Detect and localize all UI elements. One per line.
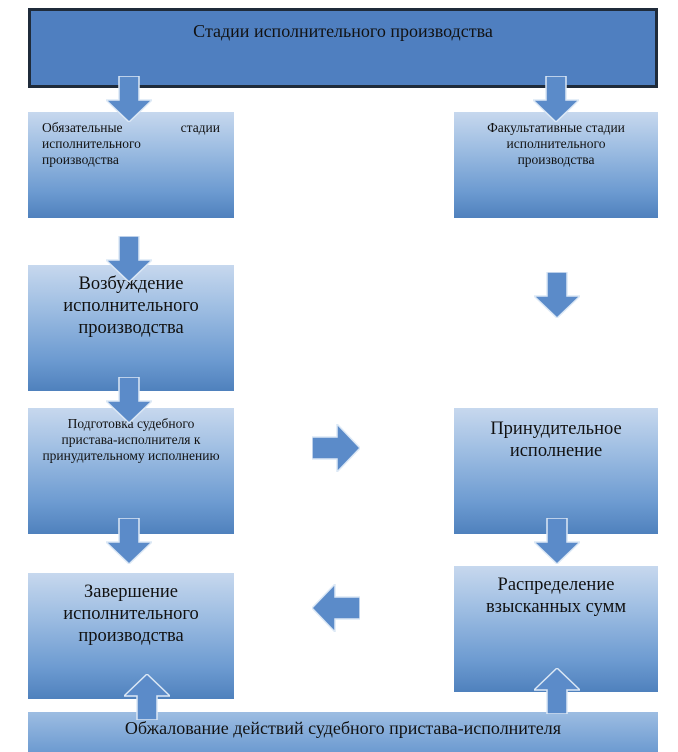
initiation-label: Возбуждение исполнительного производства — [63, 274, 199, 339]
mandatory-stages-box: Обязательные стадии исполнительного прои… — [28, 112, 234, 218]
mandatory-stages-label: Обязательные стадии исполнительного прои… — [42, 120, 220, 168]
distribution-label: Распределение взысканных сумм — [485, 575, 627, 618]
appeal-label: Обжалование действий судебного пристава-… — [124, 718, 562, 738]
arrow-right-icon — [312, 424, 360, 472]
appeal-bar: Обжалование действий судебного пристава-… — [28, 712, 658, 752]
optional-stages-label: Факультативные стадии исполнительного пр… — [487, 120, 625, 168]
arrow-up-icon — [124, 674, 170, 720]
optional-stages-box: Факультативные стадии исполнительного пр… — [454, 112, 658, 218]
completion-label: Завершение исполнительного производства — [63, 582, 199, 647]
diagram-title-box: Стадии исполнительного производства — [28, 8, 658, 88]
arrow-up-icon — [534, 668, 580, 714]
arrow-down-icon — [106, 76, 152, 122]
arrow-left-icon — [312, 584, 360, 632]
initiation-box: Возбуждение исполнительного производства — [28, 265, 234, 391]
enforcement-label: Принудительное исполнение — [490, 419, 622, 462]
arrow-down-icon — [106, 518, 152, 564]
enforcement-box: Принудительное исполнение — [454, 408, 658, 534]
distribution-box: Распределение взысканных сумм — [454, 566, 658, 692]
preparation-box: Подготовка судебного пристава-исполнител… — [28, 408, 234, 534]
arrow-down-icon — [533, 76, 579, 122]
arrow-down-icon — [106, 236, 152, 282]
preparation-label: Подготовка судебного пристава-исполнител… — [42, 416, 220, 464]
diagram-title: Стадии исполнительного производства — [193, 21, 493, 41]
arrow-down-icon — [534, 518, 580, 564]
completion-box: Завершение исполнительного производства — [28, 573, 234, 699]
arrow-down-icon — [534, 272, 580, 318]
arrow-down-icon — [106, 377, 152, 423]
